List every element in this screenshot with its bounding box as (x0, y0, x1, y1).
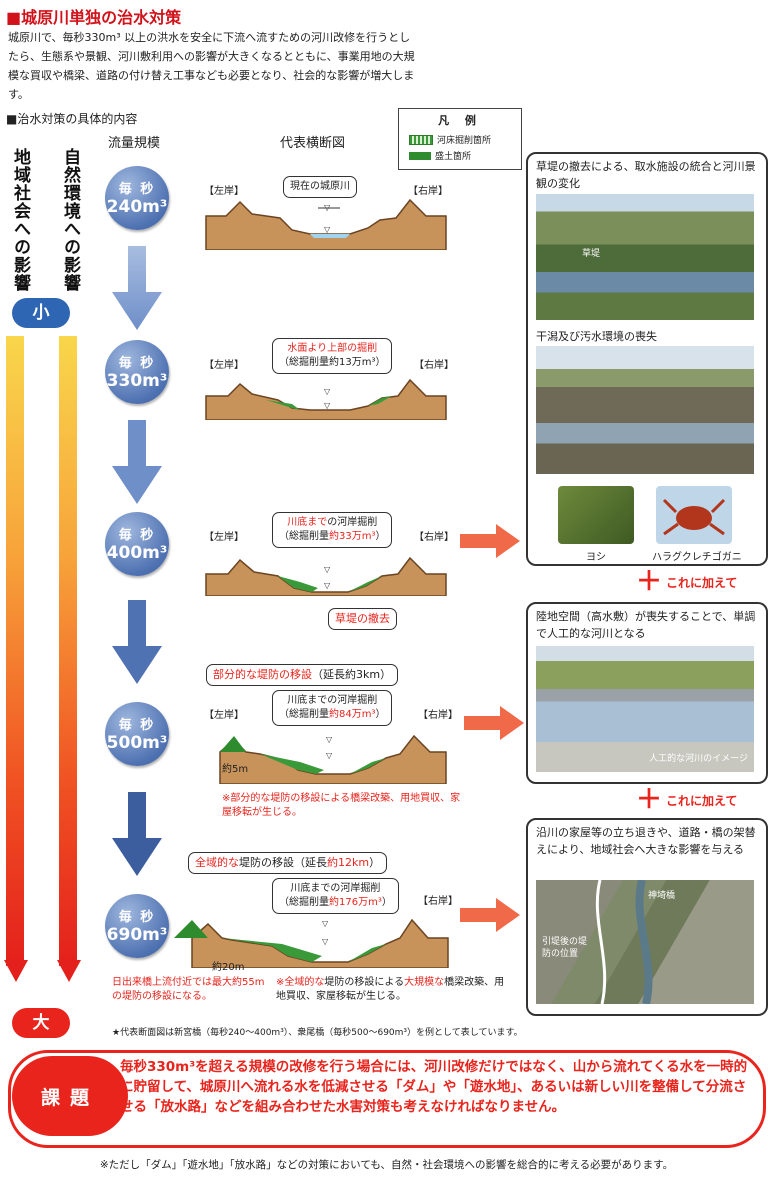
cross-section-500: ▽▽ (219, 734, 447, 784)
panel1-caption: 草堤の撤去による、取水施設の統合と河川景観の変化 (536, 160, 756, 190)
note-500: ※部分的な堤防の移設による橋梁改築、用地買収、家屋移転が生じる。 (222, 793, 461, 818)
small-badge: 小 (12, 298, 70, 328)
legend-item-fill: 盛土箇所 (409, 149, 471, 162)
legend-label: 河床掘削箇所 (437, 136, 492, 146)
bubble-excavation-330: 水面より上部の掘削 （総掘削量約13万m³） (272, 338, 393, 374)
right-arrow-3 (460, 898, 520, 932)
photo-label: 人工的な河川のイメージ (649, 754, 748, 764)
fill-swatch (409, 151, 431, 160)
cross-section-header: 代表横断図 (280, 136, 346, 151)
photo-crab (656, 486, 732, 544)
right-bank-label: 【右岸】 (418, 896, 458, 907)
photo-tidal-flat (536, 346, 754, 474)
left-bank-label: 【左岸】 (204, 360, 244, 371)
left-bank-label: 【左岸】 (204, 186, 244, 197)
down-arrow-3 (112, 600, 162, 684)
svg-text:▽: ▽ (324, 581, 331, 590)
legend-item-excavation: 河床掘削箇所 (409, 133, 491, 146)
issue-text: 毎秒330m³を超える規模の改修を行う場合には、河川改修だけではなく、山から流れ… (120, 1059, 748, 1115)
bubble-levee-690: 全域的な堤防の移設（延長約12km） (188, 852, 388, 874)
bubble-excavation-500: 川底までの河岸掘削 （総掘削量約84万m³） (272, 690, 393, 726)
legend-label: 盛土箇所 (435, 152, 472, 162)
svg-text:▽: ▽ (324, 387, 331, 396)
right-bank-label: 【右岸】 (408, 186, 448, 197)
axis-label-nature: 自然環境への影響 (60, 148, 80, 292)
excavation-swatch (409, 134, 433, 145)
svg-text:▽: ▽ (324, 401, 331, 410)
right-bank-label: 【右岸】 (414, 360, 454, 371)
right-arrow-1 (460, 524, 520, 558)
dimension-690: 約20m (212, 962, 245, 973)
svg-text:▽: ▽ (326, 735, 333, 744)
down-arrow-2 (112, 420, 162, 504)
callout-grass-levee: 草堤の撤去 (328, 608, 397, 630)
nature-impact-bar (59, 336, 77, 966)
right-arrow-2 (464, 706, 524, 740)
right-bank-label: 【右岸】 (414, 532, 454, 543)
left-bank-label: 【左岸】 (204, 710, 244, 721)
cross-section-400: ▽▽ (205, 556, 447, 596)
flow-scale-header: 流量規模 (108, 136, 161, 151)
dimension-500: 約5m (222, 764, 249, 775)
right-bank-label: 【右岸】 (418, 710, 458, 721)
cross-section-footnote: ★代表断面図は新宮橋（毎秒240〜400m³）、衆尾橋（毎秒500〜690m³）… (112, 1028, 523, 1038)
cross-section-690: ▽▽ (174, 918, 449, 968)
panel3-caption: 沿川の家屋等の立ち退きや、道路・橋の架替えにより、地域社会へ大きな影響を与える (536, 826, 756, 856)
panel2-caption: 陸地空間（高水敷）が喪失することで、単調で人工的な河川となる (536, 610, 756, 640)
note-690: ※全域的な堤防の移設による大規模な橋梁改築、用地買収、家屋移転が生じる。 (276, 977, 505, 1002)
axis-label-social: 地域社会への影響 (10, 148, 30, 292)
svg-text:▽: ▽ (324, 565, 331, 574)
photo-label: 草堤 (582, 249, 601, 259)
photo-grass-levee: 草堤 (536, 194, 754, 320)
page-title: ■城原川単独の治水対策 (6, 8, 182, 27)
photo-reed (558, 486, 634, 544)
section-subtitle: ■治水対策の具体的内容 (6, 112, 138, 126)
svg-text:▽: ▽ (324, 225, 331, 234)
down-arrow-1 (112, 246, 162, 330)
social-impact-bar (6, 336, 24, 966)
svg-text:▽: ▽ (326, 751, 333, 760)
svg-text:▽: ▽ (322, 919, 329, 928)
bubble-current: 現在の城原川 (283, 176, 357, 198)
legend-title: 凡 例 (438, 114, 482, 127)
bubble-excavation-690: 川底までの河岸掘削 （総掘削量約176万m³） (272, 878, 399, 914)
plus-label-2: ＋これに加えて (636, 785, 738, 815)
issue-badge: 課題 (12, 1056, 128, 1136)
photo-artificial-river: 人工的な河川のイメージ (536, 646, 754, 772)
down-arrow-4 (112, 792, 162, 876)
photo-label: 引堤後の堤防の位置 (542, 937, 588, 959)
large-badge: 大 (12, 1008, 70, 1038)
note-left-690: 日出来橋上流付近では最大約55mの堤防の移設になる。 (112, 977, 265, 1002)
photo-aerial: 神埼橋 引堤後の堤防の位置 (536, 880, 754, 1004)
issue-box (8, 1050, 766, 1148)
cross-section-330: ▽▽ (205, 378, 447, 420)
svg-text:▽: ▽ (322, 937, 329, 946)
legend: 凡 例 河床掘削箇所 盛土箇所 (398, 108, 522, 170)
bottom-note: ※ただし「ダム」「遊水地」「放水路」などの対策においても、自然・社会環境への影響… (99, 1159, 674, 1171)
reed-label: ヨシ (586, 552, 606, 563)
impact-bar-arrowheads (4, 960, 81, 982)
bubble-excavation-400: 川底までの河岸掘削 （総掘削量約33万m³） (272, 512, 393, 548)
left-bank-label: 【左岸】 (204, 532, 244, 543)
crab-label: ハラグクレチゴガニ (652, 552, 742, 563)
panel1-caption2: 干潟及び汚水環境の喪失 (536, 330, 657, 343)
plus-label-1: ＋これに加えて (636, 567, 738, 597)
cross-section-240: ▽ ▽ (205, 198, 447, 250)
photo-label: 神埼橋 (648, 891, 676, 901)
svg-text:▽: ▽ (324, 203, 331, 212)
intro-text: 城原川で、毎秒330m³ 以上の洪水を安全に下流へ流すための河川改修を行うとした… (8, 31, 415, 101)
bubble-levee-500: 部分的な堤防の移設（延長約3km） (206, 664, 399, 686)
